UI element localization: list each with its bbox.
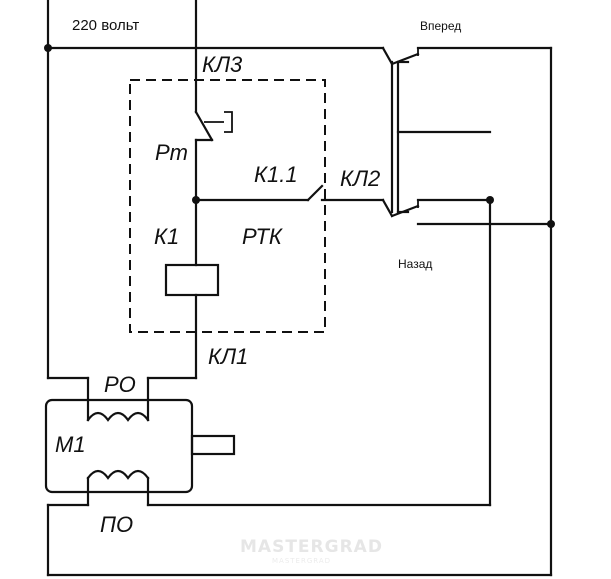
relay-coil-k1 (164, 263, 220, 297)
junction-dot-right-1 (486, 196, 494, 204)
motor-shaft (190, 434, 236, 456)
relay-block-rtk-label: РТК (242, 224, 283, 249)
thermal-contact-rt (194, 110, 233, 267)
contact-k11 (194, 184, 385, 202)
winding-po (46, 469, 553, 577)
reversing-switch (381, 46, 420, 218)
power-lines (46, 0, 553, 577)
output-lines (396, 130, 553, 507)
junction-dot-top-left (44, 44, 52, 52)
relay-block-rtk (129, 79, 326, 333)
winding-ro-label: РО (104, 372, 136, 397)
relay-coil-k1-label: К1 (154, 224, 179, 249)
watermark: MASTERGRAD (240, 537, 383, 557)
motor-m1-label: М1 (55, 432, 86, 457)
watermark-sub: MASTERGRAD (272, 557, 331, 565)
switch-kl1-label: КЛ1 (208, 344, 248, 369)
winding-po-label: ПО (100, 512, 133, 537)
voltage-label: 220 вольт (72, 17, 139, 34)
forward-label: Вперед (420, 19, 461, 33)
backward-label: Назад (398, 257, 432, 271)
junction-dot-right-2 (547, 220, 555, 228)
switch-kl2-label: КЛ2 (340, 166, 380, 191)
switch-kl3-label: КЛ3 (202, 52, 243, 77)
relay-contact-rt-label: Рт (155, 140, 188, 165)
junction-dot-k11 (192, 196, 200, 204)
relay-contact-k11-label: К1.1 (254, 162, 298, 187)
